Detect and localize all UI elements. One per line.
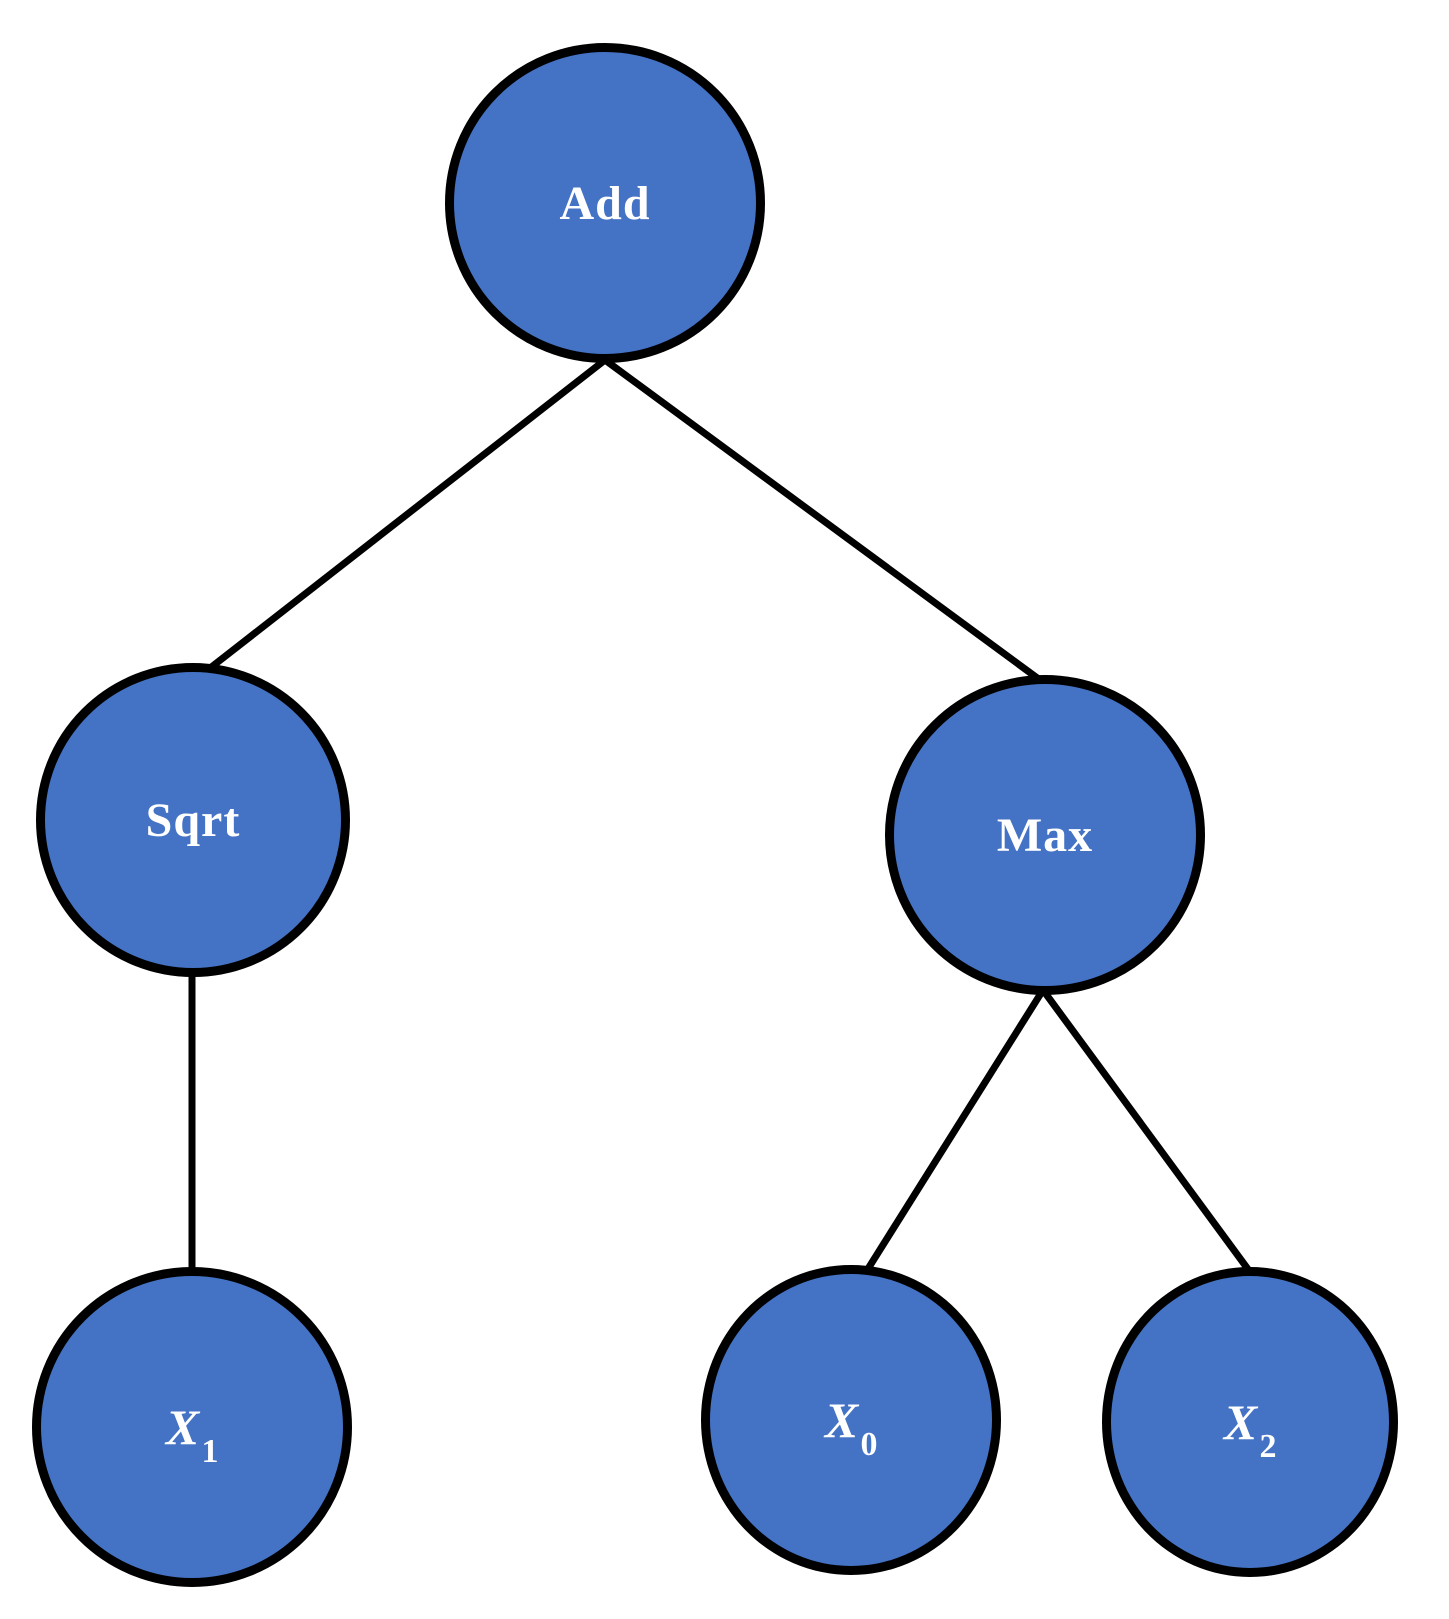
node-x0-subscript: 0 [860,1426,879,1464]
node-max: Max [885,675,1205,995]
edge-add-max [602,357,1043,683]
edge-max-x0 [863,988,1046,1274]
node-sqrt: Sqrt [36,663,350,977]
node-x1-subscript: 1 [201,1433,220,1471]
node-max-label: Max [996,808,1094,862]
node-add-label: Add [559,176,651,230]
node-x2-label: X2 [1223,1393,1277,1464]
node-x0: X0 [701,1265,1001,1575]
node-x2-base: X [1223,1394,1259,1450]
node-add: Add [445,43,765,363]
node-x1-label: X1 [165,1398,219,1469]
node-x0-base: X [824,1392,860,1448]
edge-max-x2 [1040,987,1253,1275]
node-x1-base: X [165,1399,201,1455]
edge-add-sqrt [202,357,608,675]
node-x1: X1 [32,1267,352,1587]
node-sqrt-label: Sqrt [145,793,241,847]
node-x0-label: X0 [824,1391,878,1462]
node-x2: X2 [1102,1267,1398,1577]
node-x2-subscript: 2 [1259,1428,1278,1466]
